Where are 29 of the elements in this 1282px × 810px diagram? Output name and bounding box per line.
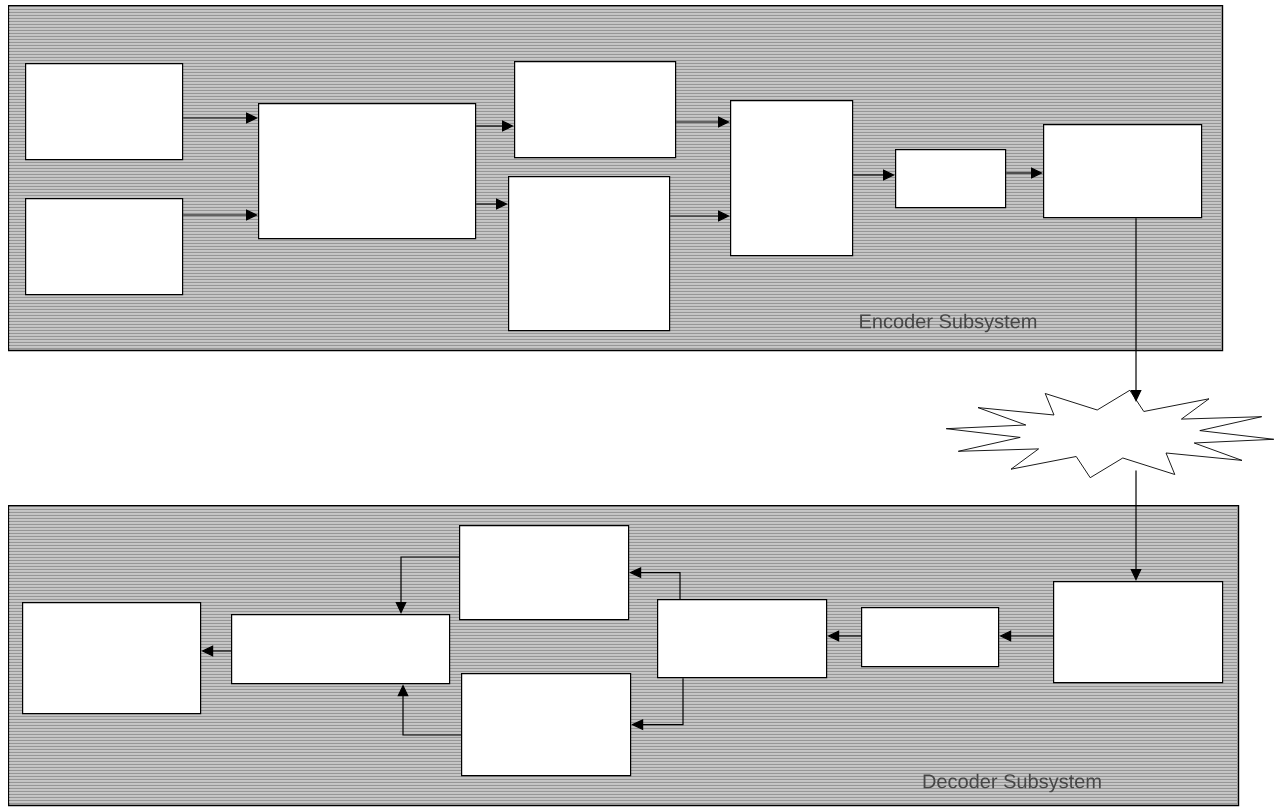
subsystem-title: Decoder Subsystem [923,773,1101,793]
arrow [852,169,895,181]
process-box [1043,124,1203,219]
process-box [1053,581,1224,684]
arrow [669,210,730,222]
process-box [730,100,854,257]
arrow [1130,469,1142,581]
arrow [475,198,508,210]
process-box [514,61,677,159]
process-box [258,103,477,240]
starburst [945,389,1275,479]
arrow [182,209,258,221]
process-box [22,602,202,715]
process-box [508,176,671,332]
arrow [182,112,258,124]
arrow [675,116,730,128]
process-box [461,673,632,777]
process-box [231,614,451,685]
arrow [475,120,514,132]
process-box [25,63,184,161]
arrow [1005,167,1043,179]
process-box [459,525,630,621]
process-box [657,599,828,679]
process-box [895,149,1007,209]
arrow [395,556,460,614]
arrow [1130,217,1142,402]
process-box [25,198,184,296]
subsystem-title: Encoder Subsystem [860,313,1037,333]
process-box [861,607,1000,668]
